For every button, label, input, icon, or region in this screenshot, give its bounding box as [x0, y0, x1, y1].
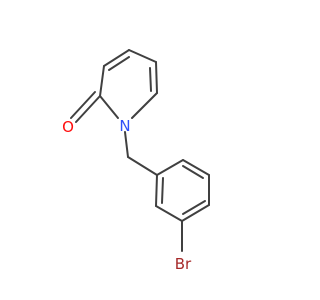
- bond-c5b-c6b: [182, 159, 210, 176]
- bond-c2b-c3b: [155, 205, 183, 222]
- oxygen-label: O: [62, 118, 74, 136]
- bond-c3b-c4b: [181, 204, 210, 222]
- nitrogen-label: N: [119, 117, 130, 135]
- bond-c5-c6-double: [149, 67, 152, 92]
- molecule-structure: O N Br: [62, 49, 210, 273]
- bond-c5b-c6b-double: [182, 165, 204, 179]
- bond-c5-c6: [155, 61, 158, 94]
- molecule-diagram: O N Br: [62, 49, 210, 273]
- bond-n-ch2: [124, 131, 129, 158]
- bond-c4-c5: [128, 49, 157, 63]
- bond-c3b-c4b-double: [182, 200, 206, 215]
- bond-c2-o: [75, 95, 101, 123]
- bond-c3-c4-double: [108, 56, 130, 71]
- bond-c3-c4: [103, 49, 130, 67]
- bonds: [70, 49, 210, 252]
- bromine-label: Br: [175, 255, 192, 273]
- bond-c2-c3: [99, 65, 105, 97]
- bond-c1b-c2b-double: [161, 177, 164, 204]
- bond-n-c2: [99, 95, 119, 119]
- bond-c1b-c2b: [155, 174, 158, 207]
- bond-c2-o-double: [70, 91, 96, 119]
- bond-c6b-c1b: [156, 159, 184, 176]
- bond-c6-n: [131, 92, 158, 119]
- bond-ch2-c1b: [127, 156, 158, 176]
